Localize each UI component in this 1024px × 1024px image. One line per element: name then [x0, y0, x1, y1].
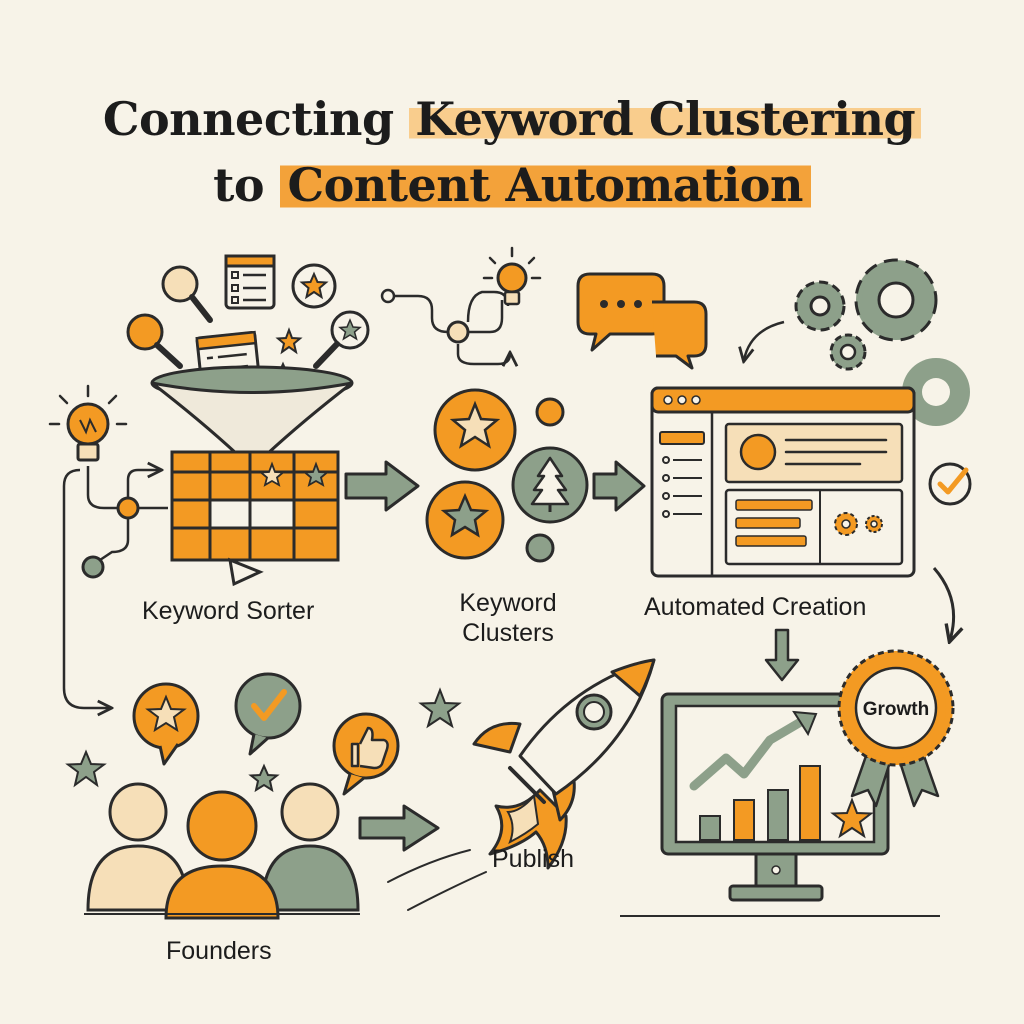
flow-arrow	[344, 460, 420, 512]
star-icon	[65, 749, 107, 788]
connector-node	[116, 496, 140, 520]
title-highlight-keyword-clustering: Keyword Clustering	[409, 92, 922, 146]
automated-creation-label: Automated Creation	[644, 593, 867, 621]
cluster-dot	[535, 397, 565, 427]
keyword-clusters-label-line1: Keyword	[459, 589, 557, 617]
gear-icon	[854, 258, 938, 342]
browser-window	[650, 386, 916, 578]
monitor-chart	[660, 692, 890, 902]
title-line-2: to Content Automation	[0, 158, 1024, 212]
connector-node	[446, 320, 470, 344]
keyword-clusters-label: Keyword Clusters	[430, 588, 586, 648]
curved-arrow	[744, 320, 785, 360]
flow-line-to-founders	[62, 468, 110, 708]
speed-lines	[387, 849, 487, 911]
check-badge-icon	[928, 462, 972, 506]
magnifier-icon	[126, 313, 183, 369]
star-magnifier-icon	[313, 310, 370, 369]
curved-arrow	[932, 567, 954, 640]
tree-cluster-icon	[511, 446, 589, 524]
check-speech-bubble-icon	[234, 672, 302, 756]
connector-node	[81, 555, 105, 579]
star-cluster-icon	[425, 480, 505, 560]
title-prefix: Connecting	[102, 92, 394, 146]
checklist-icon	[224, 254, 276, 310]
founders-label: Founders	[166, 937, 272, 965]
node-connector	[86, 466, 168, 562]
connector-node	[380, 288, 396, 304]
flow-arrow	[592, 460, 646, 512]
growth-badge-label: Growth	[863, 699, 930, 720]
rocket-icon	[472, 658, 656, 870]
flow-arrow	[764, 628, 800, 682]
keyword-clusters-label-line2: Clusters	[462, 619, 554, 647]
founder-avatar	[164, 790, 280, 920]
lightbulb-icon	[48, 384, 128, 462]
star-icon	[275, 327, 303, 355]
cluster-dot	[525, 533, 555, 563]
growth-ribbon-badge: Growth	[837, 649, 955, 808]
lightbulb-icon	[482, 246, 542, 306]
flow-arrow	[358, 804, 440, 852]
thumbs-up-bubble-icon	[332, 712, 400, 796]
star-icon	[248, 763, 280, 793]
title-to: to	[213, 158, 265, 212]
star-cluster-icon	[433, 388, 517, 472]
magnifier-icon	[161, 265, 213, 323]
title-highlight-content-automation: Content Automation	[279, 158, 811, 212]
funnel-icon	[150, 365, 354, 457]
publish-label: Publish	[492, 845, 574, 873]
keyword-sorter-label: Keyword Sorter	[142, 597, 315, 625]
gear-icon	[829, 333, 867, 371]
founder-avatar	[260, 782, 360, 912]
title-line-1: Connecting Keyword Clustering	[0, 92, 1024, 146]
gear-icon	[794, 280, 846, 332]
star-badge-icon	[291, 263, 337, 309]
gear-icon	[902, 358, 970, 426]
chat-bubble-icon	[652, 300, 708, 370]
founder-avatar	[86, 782, 190, 912]
star-speech-bubble-icon	[132, 682, 200, 766]
star-icon	[418, 687, 462, 729]
keyword-sorter-grid	[170, 450, 340, 587]
chat-bubble-icon	[576, 272, 666, 352]
